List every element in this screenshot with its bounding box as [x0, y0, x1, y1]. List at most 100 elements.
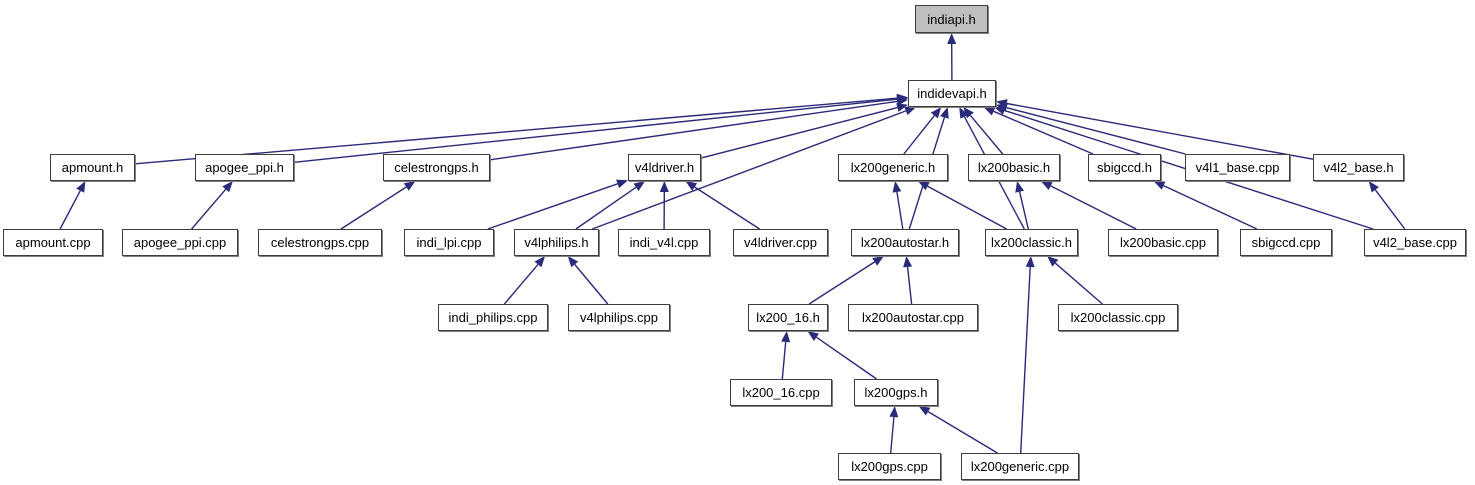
- edge-line: [694, 186, 760, 230]
- graph-node-lx200gps-cpp[interactable]: lx200gps.cpp: [838, 453, 941, 480]
- graph-node-sbigccd-h[interactable]: sbigccd.h: [1088, 154, 1161, 181]
- graph-edge-lx200gps-cpp-to-lx200gps-h: [889, 406, 899, 454]
- graph-node-celestrongps-h[interactable]: celestrongps.h: [383, 154, 490, 181]
- graph-edge-v4lphilips-h-to-indidevapi-h: [592, 106, 917, 230]
- edge-line: [1018, 191, 1029, 230]
- edge-line: [340, 186, 407, 230]
- graph-edge-apmount-cpp-to-apmount-h: [59, 181, 86, 230]
- edge-arrowhead: [1153, 181, 1166, 190]
- graph-edge-lx200-16-cpp-to-lx200-16-h: [781, 331, 791, 380]
- edge-arrowhead: [889, 406, 899, 418]
- graph-node-label: v4l2_base.cpp: [1373, 235, 1457, 250]
- edge-line: [993, 110, 1094, 155]
- graph-edge-v4ldriver-h-to-indidevapi-h: [700, 103, 908, 159]
- graph-node-label: lx200classic.cpp: [1070, 310, 1166, 325]
- graph-node-label: lx200autostar.h: [860, 235, 950, 250]
- edge-line: [487, 183, 618, 230]
- edge-line: [890, 416, 895, 454]
- graph-node-label: lx200generic.cpp: [970, 459, 1070, 474]
- edge-arrowhead: [567, 256, 579, 268]
- graph-edge-sbigccd-h-to-indidevapi-h: [983, 107, 1094, 155]
- graph-node-apogee-ppi-h[interactable]: apogee_ppi.h: [195, 154, 294, 181]
- graph-node-lx200gps-h[interactable]: lx200gps.h: [854, 379, 938, 406]
- edge-arrowhead: [1025, 256, 1035, 268]
- edge-line: [191, 188, 227, 230]
- edge-arrowhead: [403, 181, 416, 191]
- edge-arrowhead: [896, 96, 908, 106]
- graph-node-v4l1-base-cpp[interactable]: v4l1_base.cpp: [1185, 154, 1290, 181]
- graph-node-label: indi_v4l.cpp: [629, 235, 699, 250]
- graph-node-label: celestrongps.cpp: [270, 235, 370, 250]
- graph-node-label: lx200autostar.cpp: [862, 310, 964, 325]
- edge-arrowhead: [947, 33, 957, 44]
- edge-line: [1050, 185, 1137, 230]
- edge-arrowhead: [892, 181, 902, 193]
- edge-line: [816, 336, 877, 380]
- graph-edge-lx200-16-h-to-lx200autostar-h: [808, 256, 884, 305]
- graph-node-lx200-16-h[interactable]: lx200_16.h: [748, 304, 828, 331]
- edge-arrowhead: [616, 179, 628, 189]
- graph-edge-celestrongps-h-to-indidevapi-h: [489, 96, 908, 161]
- graph-node-indi-lpi-cpp[interactable]: indi_lpi.cpp: [404, 229, 494, 256]
- graph-node-label: apmount.cpp: [15, 235, 91, 250]
- graph-node-label: lx200classic.h: [991, 235, 1072, 250]
- edge-arrowhead: [633, 181, 646, 191]
- edge-arrowhead: [685, 181, 698, 191]
- graph-edge-lx200classic-cpp-to-lx200classic-h: [1047, 256, 1103, 305]
- graph-node-indidevapi-h[interactable]: indidevapi.h: [908, 80, 996, 107]
- graph-node-label: indi_philips.cpp: [448, 310, 538, 325]
- edge-line: [1054, 262, 1103, 305]
- graph-node-v4l2-base-h[interactable]: v4l2_base.h: [1313, 154, 1404, 181]
- graph-node-indiapi-h[interactable]: indiapi.h: [915, 5, 988, 33]
- edge-arrowhead: [983, 107, 996, 116]
- graph-node-indi-v4l-cpp[interactable]: indi_v4l.cpp: [618, 229, 710, 256]
- graph-node-indi-philips-cpp[interactable]: indi_philips.cpp: [438, 304, 548, 331]
- graph-node-apmount-h[interactable]: apmount.h: [50, 154, 135, 181]
- graph-node-v4ldriver-h[interactable]: v4ldriver.h: [628, 154, 701, 181]
- graph-node-label: sbigccd.cpp: [1251, 235, 1321, 250]
- edge-line: [134, 97, 898, 165]
- graph-node-lx200basic-cpp[interactable]: lx200basic.cpp: [1108, 229, 1218, 256]
- graph-node-sbigccd-cpp[interactable]: sbigccd.cpp: [1240, 229, 1332, 256]
- graph-node-lx200-16-cpp[interactable]: lx200_16.cpp: [730, 379, 832, 406]
- edge-line: [903, 115, 935, 155]
- edge-arrowhead: [1368, 181, 1379, 193]
- graph-edge-lx200autostar-cpp-to-lx200autostar-h: [903, 256, 913, 305]
- edge-line: [896, 191, 904, 230]
- graph-node-label: lx200_16.cpp: [742, 385, 820, 400]
- graph-node-label: v4lphilips.cpp: [579, 310, 659, 325]
- edge-line: [927, 410, 998, 454]
- edge-arrowhead: [807, 331, 819, 341]
- graph-node-v4lphilips-cpp[interactable]: v4lphilips.cpp: [568, 304, 670, 331]
- graph-node-v4lphilips-h[interactable]: v4lphilips.h: [514, 229, 599, 256]
- edge-line: [1020, 266, 1031, 454]
- edge-arrowhead: [904, 106, 917, 116]
- graph-node-lx200autostar-h[interactable]: lx200autostar.h: [851, 229, 959, 256]
- graph-node-v4l2-base-cpp[interactable]: v4l2_base.cpp: [1364, 229, 1466, 256]
- graph-node-apmount-cpp[interactable]: apmount.cpp: [3, 229, 103, 256]
- graph-node-label: v4ldriver.cpp: [744, 235, 817, 250]
- edge-line: [1006, 107, 1186, 155]
- graph-edge-celestrongps-cpp-to-celestrongps-h: [340, 181, 416, 230]
- graph-edge-indi-philips-cpp-to-v4lphilips-h: [503, 256, 546, 305]
- graph-edge-lx200classic-h-to-lx200generic-h: [917, 181, 1007, 230]
- edge-line: [927, 185, 1007, 230]
- graph-node-lx200basic-h[interactable]: lx200basic.h: [968, 154, 1060, 181]
- graph-edge-v4lphilips-h-to-v4ldriver-h: [575, 181, 646, 230]
- graph-node-label: apogee_ppi.h: [205, 160, 284, 175]
- graph-node-lx200classic-cpp[interactable]: lx200classic.cpp: [1058, 304, 1178, 331]
- graph-node-label: v4l2_base.h: [1323, 160, 1394, 175]
- edge-arrowhead: [917, 181, 930, 191]
- graph-node-lx200generic-h[interactable]: lx200generic.h: [838, 154, 948, 181]
- graph-node-celestrongps-cpp[interactable]: celestrongps.cpp: [258, 229, 382, 256]
- graph-node-lx200classic-h[interactable]: lx200classic.h: [985, 229, 1078, 256]
- graph-edge-lx200basic-h-to-indidevapi-h: [963, 107, 1004, 155]
- graph-node-lx200autostar-cpp[interactable]: lx200autostar.cpp: [848, 304, 978, 331]
- graph-node-v4ldriver-cpp[interactable]: v4ldriver.cpp: [733, 229, 828, 256]
- graph-node-apogee-ppi-cpp[interactable]: apogee_ppi.cpp: [122, 229, 238, 256]
- graph-node-lx200generic-cpp[interactable]: lx200generic.cpp: [961, 453, 1079, 480]
- edge-arrowhead: [872, 256, 884, 266]
- graph-edge-v4lphilips-cpp-to-v4lphilips-h: [567, 256, 609, 305]
- graph-edge-lx200autostar-h-to-lx200generic-h: [892, 181, 904, 230]
- edge-line: [59, 190, 81, 230]
